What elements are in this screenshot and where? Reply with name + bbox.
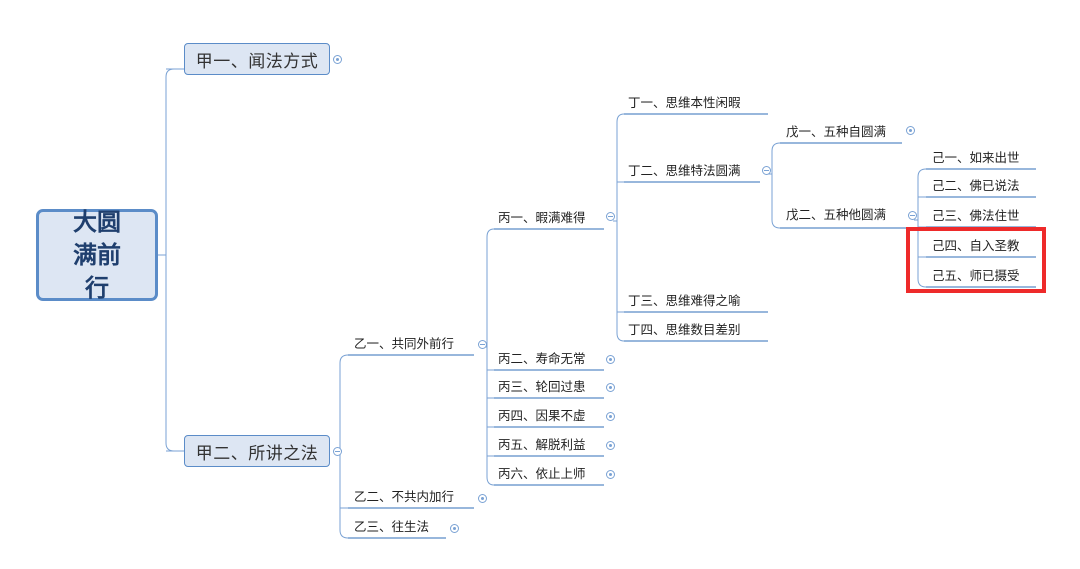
topic-bing-1[interactable]: 丙一、暇满难得 bbox=[498, 210, 586, 225]
collapse-toggle-icon[interactable] bbox=[762, 166, 771, 175]
expand-toggle-icon[interactable] bbox=[606, 470, 615, 479]
topic-ding-2[interactable]: 丁二、思维特法圆满 bbox=[628, 163, 741, 178]
topic-ji-2[interactable]: 己二、佛已说法 bbox=[932, 178, 1020, 193]
topic-bing-6[interactable]: 丙六、依止上师 bbox=[498, 466, 586, 481]
topic-label: 甲二、所讲之法 bbox=[195, 443, 319, 464]
topic-ding-3[interactable]: 丁三、思维难得之喻 bbox=[628, 293, 741, 308]
topic-bing-2[interactable]: 丙二、寿命无常 bbox=[498, 351, 586, 366]
topic-ding-1[interactable]: 丁一、思维本性闲暇 bbox=[628, 95, 741, 110]
expand-toggle-icon[interactable] bbox=[606, 383, 615, 392]
topic-bing-4[interactable]: 丙四、因果不虚 bbox=[498, 408, 586, 423]
expand-toggle-icon[interactable] bbox=[906, 126, 915, 135]
expand-toggle-icon[interactable] bbox=[478, 494, 487, 503]
topic-ji-1[interactable]: 己一、如来出世 bbox=[932, 150, 1020, 165]
topic-yi-2[interactable]: 乙二、不共内加行 bbox=[354, 489, 455, 504]
topic-wu-1[interactable]: 戊一、五种自圆满 bbox=[786, 124, 887, 139]
expand-toggle-icon[interactable] bbox=[606, 441, 615, 450]
highlight-box bbox=[906, 227, 1046, 293]
topic-yi-1[interactable]: 乙一、共同外前行 bbox=[354, 336, 455, 351]
topic-bing-5[interactable]: 丙五、解脱利益 bbox=[498, 437, 586, 452]
root-topic[interactable]: 大圆满前行 bbox=[36, 208, 158, 302]
collapse-toggle-icon[interactable] bbox=[478, 340, 487, 349]
topic-ji-4[interactable]: 己四、自入圣教 bbox=[932, 238, 1020, 253]
topic-ji-3[interactable]: 己三、佛法住世 bbox=[932, 208, 1020, 223]
collapse-toggle-icon[interactable] bbox=[333, 447, 342, 456]
expand-toggle-icon[interactable] bbox=[333, 55, 342, 64]
collapse-toggle-icon[interactable] bbox=[606, 212, 615, 221]
topic-wu-2[interactable]: 戊二、五种他圆满 bbox=[786, 207, 887, 222]
topic-jia-2[interactable]: 甲二、所讲之法 bbox=[184, 435, 330, 467]
expand-toggle-icon[interactable] bbox=[606, 355, 615, 364]
topic-label: 甲一、闻法方式 bbox=[195, 51, 319, 72]
topic-ji-5[interactable]: 己五、师已摄受 bbox=[932, 268, 1020, 283]
collapse-toggle-icon[interactable] bbox=[908, 211, 917, 220]
topic-jia-1[interactable]: 甲一、闻法方式 bbox=[184, 43, 330, 75]
expand-toggle-icon[interactable] bbox=[450, 524, 459, 533]
topic-ding-4[interactable]: 丁四、思维数目差别 bbox=[628, 322, 741, 337]
expand-toggle-icon[interactable] bbox=[606, 412, 615, 421]
topic-bing-3[interactable]: 丙三、轮回过患 bbox=[498, 379, 586, 394]
topic-yi-3[interactable]: 乙三、往生法 bbox=[354, 519, 430, 534]
root-topic-label: 大圆满前行 bbox=[73, 207, 121, 302]
